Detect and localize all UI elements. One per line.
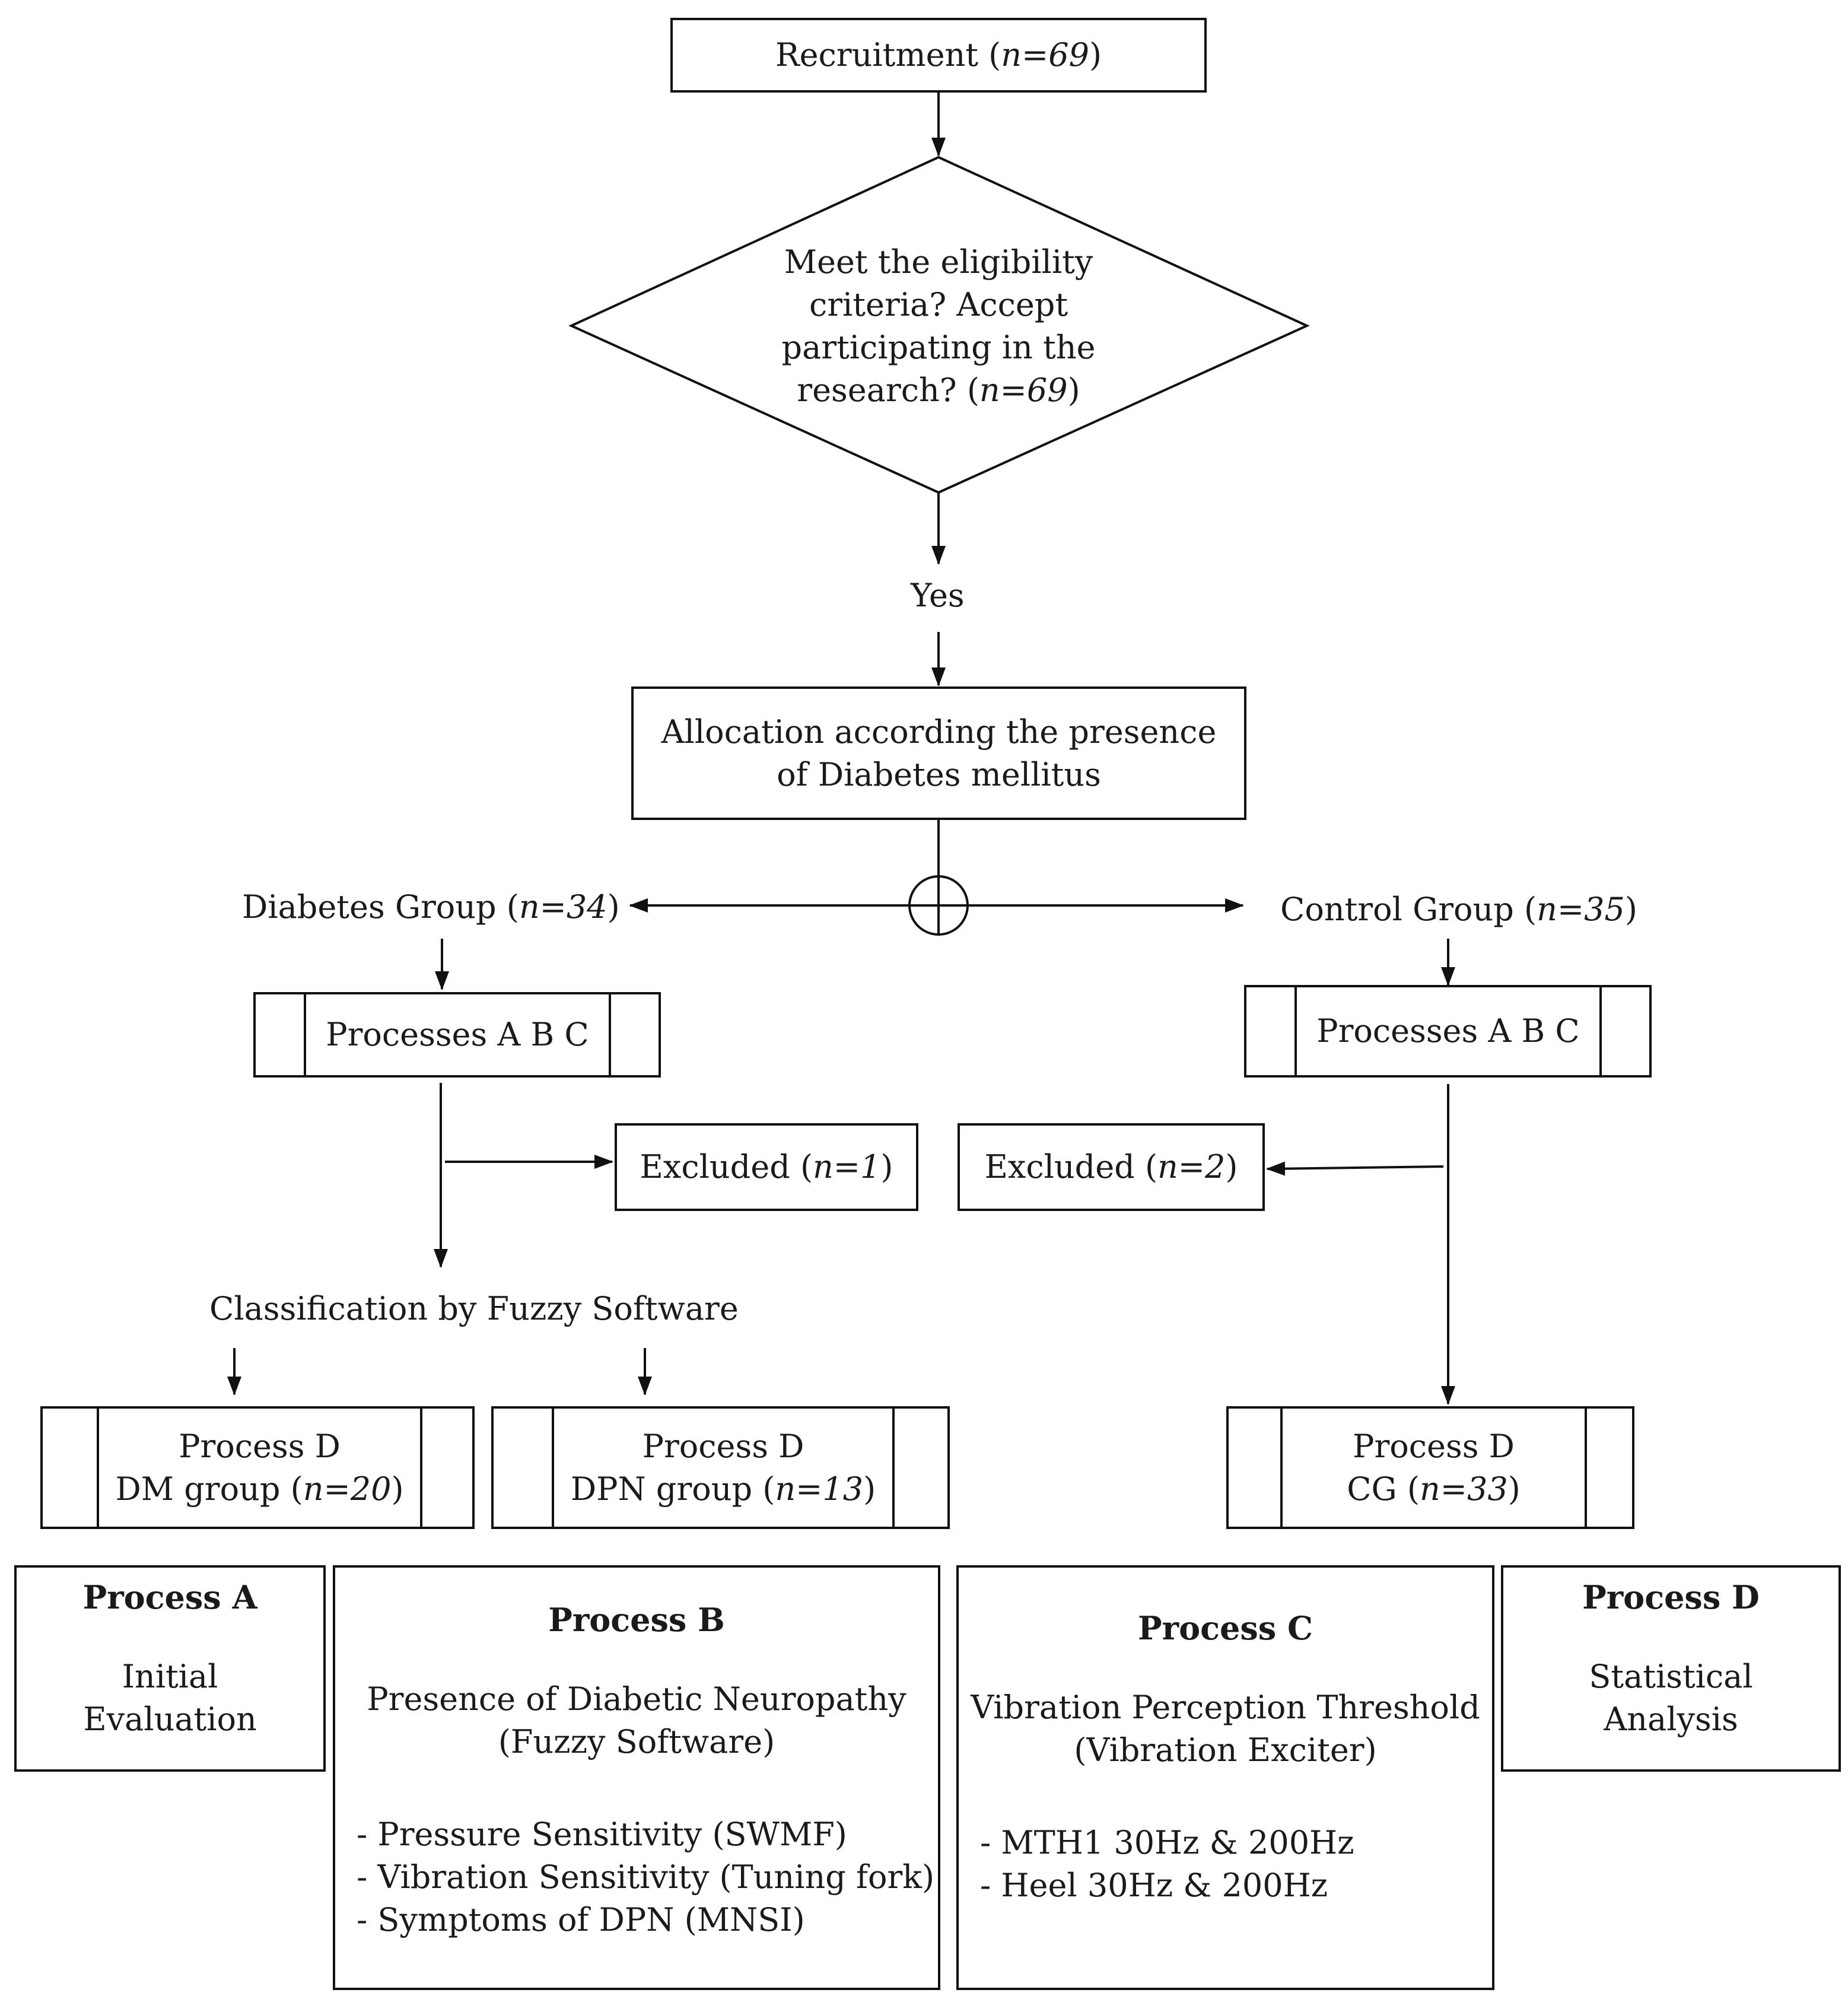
control-group-label: Control Group (n=35) — [1280, 891, 1637, 928]
processes-abc-right-box: Processes A B C — [1244, 985, 1652, 1078]
process-a-title: Process A — [82, 1578, 257, 1616]
diabetes-group-n: n=34 — [519, 888, 607, 926]
recruitment-n: n=69 — [1001, 36, 1089, 74]
process-b-list: - Pressure Sensitivity (SWMF) - Vibratio… — [335, 1813, 938, 1941]
process-b-title: Process B — [548, 1601, 725, 1639]
process-d-dpn-line-1: Process D — [642, 1427, 804, 1465]
process-d-cg-line-1: Process D — [1353, 1427, 1515, 1465]
eligibility-line-4: research? (n=69) — [797, 371, 1080, 409]
process-c-item: - MTH1 30Hz & 200Hz — [980, 1824, 1354, 1861]
eligibility-text: Meet the eligibility criteria? Accept pa… — [701, 240, 1176, 412]
process-d-dpn-line-2: DPN group (n=13) — [570, 1470, 876, 1508]
process-d-dm-n: n=20 — [303, 1470, 392, 1508]
process-d-dm-line-1: Process D — [179, 1427, 341, 1465]
excluded-right-n: n=2 — [1157, 1148, 1226, 1185]
process-d-dpn-box: Process D DPN group (n=13) — [491, 1406, 950, 1529]
allocation-line-1: Allocation according the presence — [661, 713, 1217, 751]
process-d-cg-box: Process D CG (n=33) — [1226, 1406, 1634, 1529]
eligibility-line-3: participating in the — [781, 329, 1096, 366]
processes-abc-right-label: Processes A B C — [1316, 1012, 1580, 1050]
excluded-right-box: Excluded (n=2) — [958, 1123, 1265, 1211]
process-d-info-line-1: Statistical — [1589, 1658, 1753, 1695]
process-d-dm-box: Process D DM group (n=20) — [40, 1406, 475, 1529]
yes-label: Yes — [911, 577, 965, 614]
process-c-title: Process C — [1138, 1609, 1313, 1647]
allocation-line-2: of Diabetes mellitus — [777, 755, 1101, 793]
classification-label: Classification by Fuzzy Software — [209, 1290, 739, 1327]
process-c-list: - MTH1 30Hz & 200Hz - Heel 30Hz & 200Hz — [959, 1822, 1492, 1907]
process-a-info-box: Process A Initial Evaluation — [14, 1565, 326, 1772]
process-d-cg-line-2: CG (n=33) — [1347, 1470, 1521, 1508]
control-group-text: Control Group — [1280, 891, 1514, 928]
process-d-dpn-group: DPN group — [570, 1470, 753, 1508]
allocation-box: Allocation according the presence of Dia… — [631, 686, 1246, 820]
process-d-dm-line-2: DM group (n=20) — [115, 1470, 404, 1508]
excluded-left-label: Excluded — [640, 1148, 790, 1185]
diabetes-group-label: Diabetes Group (n=34) — [242, 888, 620, 926]
control-group-n: n=35 — [1537, 891, 1625, 928]
processes-abc-left-label: Processes A B C — [326, 1016, 589, 1053]
process-b-item: - Vibration Sensitivity (Tuning fork) — [357, 1858, 935, 1896]
excluded-left-text: Excluded (n=1) — [640, 1148, 893, 1185]
processes-abc-left-box: Processes A B C — [253, 992, 661, 1078]
process-a-line-2: Evaluation — [83, 1701, 257, 1738]
eligibility-line-1: Meet the eligibility — [784, 243, 1093, 281]
diabetes-group-text: Diabetes Group — [242, 888, 497, 926]
excluded-right-text: Excluded (n=2) — [984, 1148, 1238, 1185]
process-b-line-2: (Fuzzy Software) — [498, 1723, 775, 1760]
process-d-info-line-2: Analysis — [1604, 1701, 1738, 1738]
recruitment-box: Recruitment (n=69) — [670, 18, 1207, 93]
process-b-item: - Symptoms of DPN (MNSI) — [357, 1901, 805, 1938]
process-d-info-title: Process D — [1582, 1578, 1760, 1616]
process-c-line-1: Vibration Perception Threshold — [971, 1689, 1480, 1726]
process-d-dm-group: DM group — [115, 1470, 281, 1508]
process-a-line-1: Initial — [122, 1658, 218, 1695]
excluded-left-n: n=1 — [813, 1148, 881, 1185]
excluded-right-label: Excluded — [984, 1148, 1135, 1185]
arrow-to-excluded-right — [1266, 1161, 1444, 1176]
excluded-left-box: Excluded (n=1) — [615, 1123, 918, 1211]
eligibility-line-2: criteria? Accept — [809, 286, 1068, 323]
process-d-cg-group: CG — [1347, 1470, 1397, 1508]
process-c-line-2: (Vibration Exciter) — [1074, 1731, 1377, 1769]
recruitment-label: Recruitment — [775, 36, 978, 74]
recruitment-text: Recruitment (n=69) — [775, 36, 1102, 74]
process-d-dpn-n: n=13 — [775, 1470, 864, 1508]
process-c-info-box: Process C Vibration Perception Threshold… — [956, 1565, 1494, 1990]
process-d-info-box: Process D Statistical Analysis — [1501, 1565, 1841, 1772]
eligibility-n: n=69 — [979, 371, 1068, 409]
eligibility-line-4-text: research? — [797, 371, 957, 409]
process-c-item: - Heel 30Hz & 200Hz — [980, 1867, 1328, 1904]
process-b-line-1: Presence of Diabetic Neuropathy — [367, 1680, 906, 1718]
process-b-info-box: Process B Presence of Diabetic Neuropath… — [333, 1565, 940, 1990]
process-d-cg-n: n=33 — [1419, 1470, 1508, 1508]
process-b-item: - Pressure Sensitivity (SWMF) — [357, 1816, 847, 1853]
